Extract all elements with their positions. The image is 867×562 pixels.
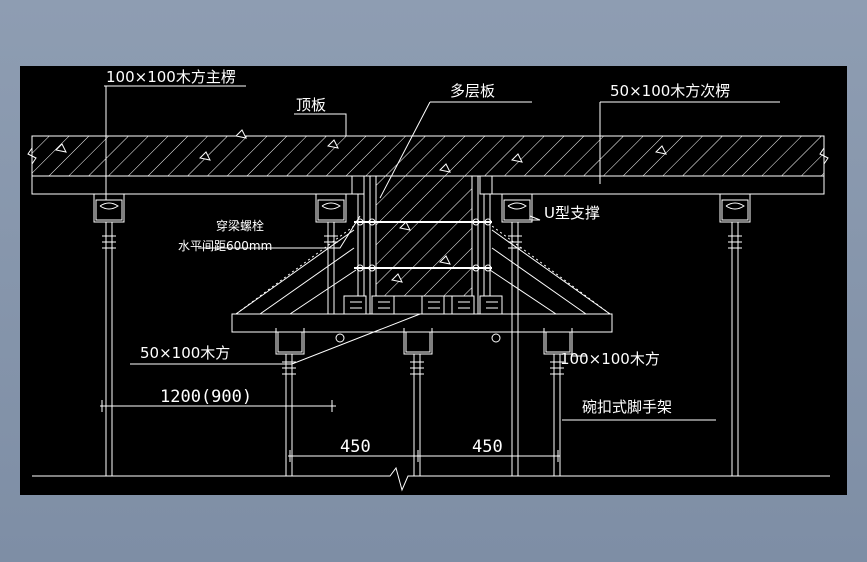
label-u-support: U型支撑 [544, 204, 600, 222]
label-bolt-line1: 穿梁螺栓 [216, 218, 264, 233]
label-timber-50: 50×100木方 [140, 344, 230, 362]
through-beam-bolts [354, 218, 492, 272]
cad-drawing-area: 100×100木方主楞 顶板 多层板 50×100木方次楞 穿梁螺栓 水平间距6… [20, 66, 847, 495]
top-slab [27, 129, 829, 177]
slab-plywood [31, 175, 825, 195]
dimension-span: 1200(900) [160, 387, 252, 407]
leader-lines [104, 85, 780, 421]
formwork-section-diagram: 100×100木方主楞 顶板 多层板 50×100木方次楞 穿梁螺栓 水平间距6… [27, 68, 830, 492]
label-top-slab: 顶板 [296, 96, 326, 114]
dimension-left-spacing: 450 [340, 437, 371, 457]
label-timber-100: 100×100木方 [560, 350, 660, 368]
label-plywood: 多层板 [450, 82, 495, 100]
dimension-lines [100, 400, 560, 462]
concrete-beam [375, 175, 473, 297]
ledger-timber [231, 313, 613, 333]
label-scaffold: 碗扣式脚手架 [582, 398, 672, 416]
beam-bottom-timbers [343, 295, 503, 315]
label-bolt-line2: 水平间距600mm [178, 239, 272, 253]
dimension-right-spacing: 450 [472, 437, 503, 457]
label-main-joist: 100×100木方主楞 [106, 68, 236, 86]
beam-side-plywood [357, 175, 491, 315]
lower-u-heads [275, 328, 573, 355]
main-joists-top [93, 194, 751, 223]
label-secondary-joist: 50×100木方次楞 [610, 82, 730, 100]
ground-line [32, 466, 830, 492]
